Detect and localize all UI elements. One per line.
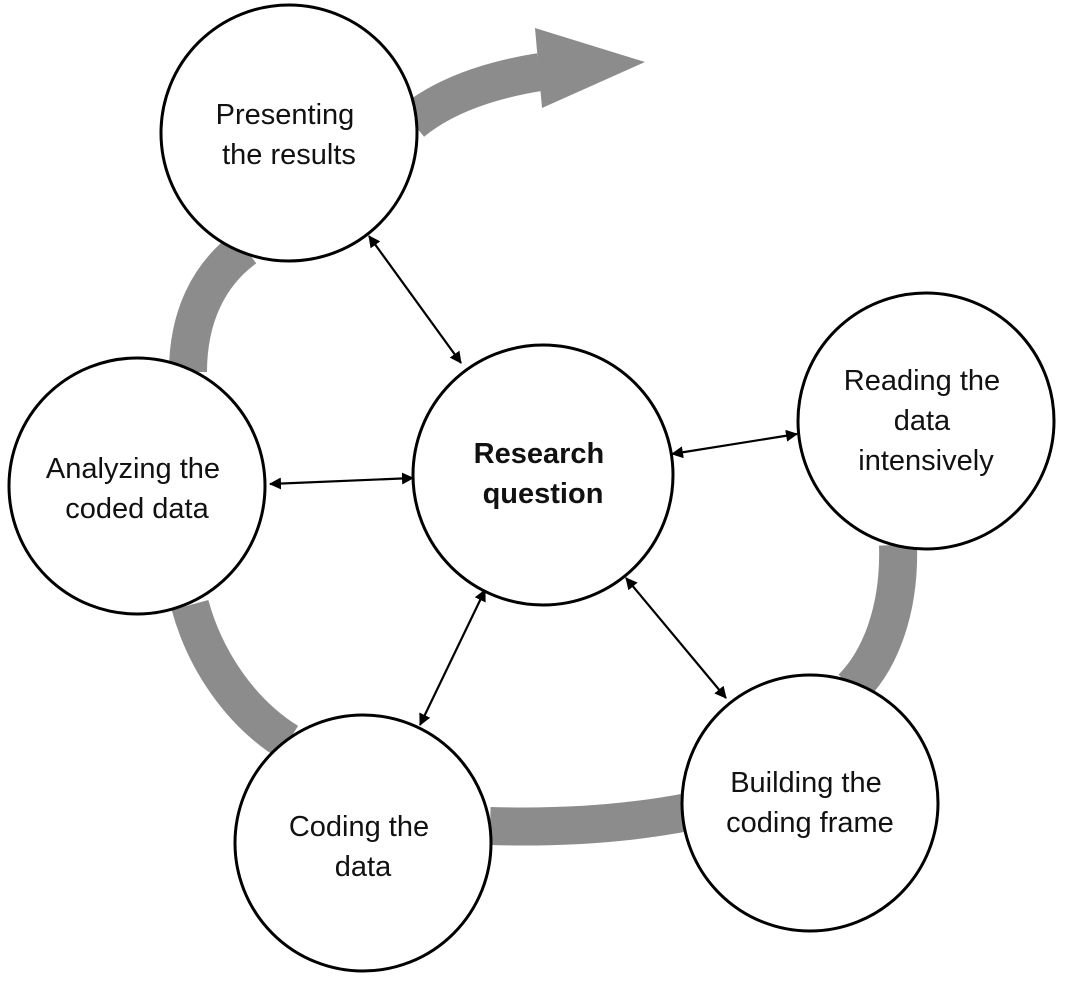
cycle-segment-building-coding	[489, 793, 692, 846]
cycle-segment-analyzing-presenting	[169, 232, 257, 373]
node-analyzing-coded-data-circle	[7, 356, 267, 616]
cycle-segment-reading-building	[838, 544, 918, 702]
node-coding-data-circle	[233, 713, 493, 973]
link-center-reading	[671, 429, 798, 459]
links-layer	[269, 235, 798, 726]
link-center-presenting	[368, 235, 462, 364]
node-building-coding-frame-circle	[680, 673, 940, 933]
node-coding-data-label: Coding the data	[289, 811, 437, 883]
cycle-exit-arrow-icon	[535, 28, 645, 108]
cycle-exit-band	[399, 53, 544, 138]
cycle-segment-coding-analyzing	[171, 599, 299, 759]
node-reading-data-circle	[796, 291, 1056, 551]
node-presenting-results-label: Presenting the results	[216, 99, 363, 171]
node-research-question-circle	[411, 343, 675, 607]
node-reading-data: Reading the data intensively	[796, 291, 1056, 551]
nodes-layer: Research question Presenting the results…	[7, 3, 1056, 973]
node-building-coding-frame-label: Building the coding frame	[726, 767, 894, 839]
node-research-question-label: Research question	[474, 438, 613, 510]
node-analyzing-coded-data: Analyzing the coded data	[7, 356, 267, 616]
link-center-analyzing	[269, 472, 414, 490]
node-presenting-results-circle	[159, 3, 419, 263]
node-presenting-results: Presenting the results	[159, 3, 419, 263]
link-center-building	[625, 577, 727, 699]
process-cycle-band	[169, 28, 918, 846]
node-reading-data-label: Reading the data intensively	[844, 365, 1008, 477]
node-coding-data: Coding the data	[233, 713, 493, 973]
node-analyzing-coded-data-label: Analyzing the coded data	[46, 453, 228, 525]
node-research-question: Research question	[411, 343, 675, 607]
link-center-coding	[419, 589, 486, 726]
node-building-coding-frame: Building the coding frame	[680, 673, 940, 933]
